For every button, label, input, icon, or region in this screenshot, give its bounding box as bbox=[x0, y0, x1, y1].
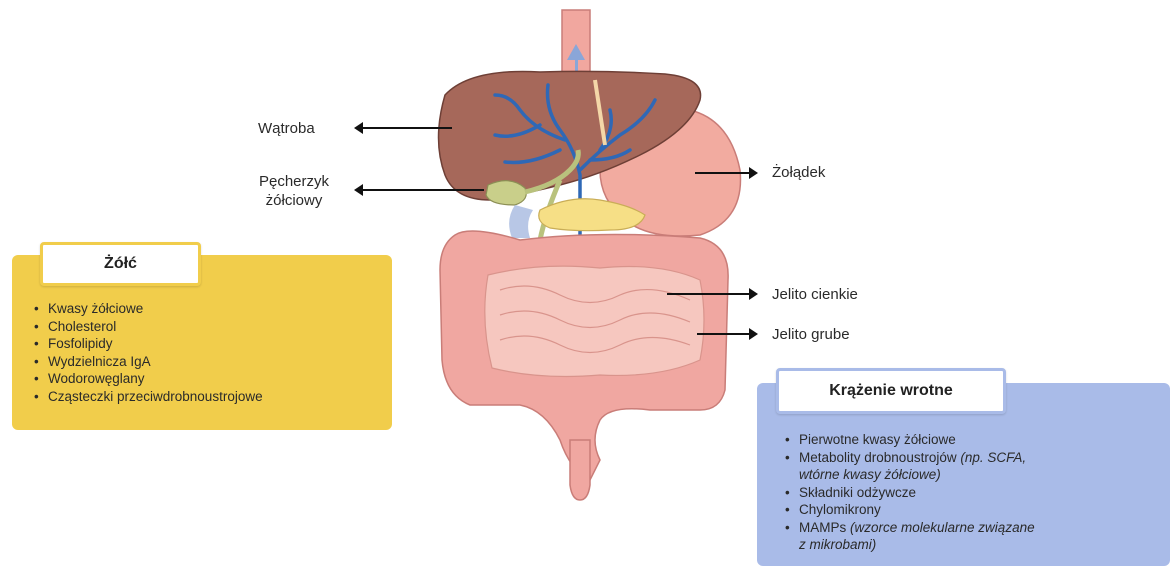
arrow-small-intestine bbox=[667, 293, 750, 295]
portal-box-title: Krążenie wrotne bbox=[776, 368, 1006, 414]
bile-list: Kwasy żółciowe Cholesterol Fosfolipidy W… bbox=[32, 300, 263, 405]
portal-item: Składniki odżywcze bbox=[783, 484, 1143, 502]
arrow-large-intestine bbox=[697, 333, 750, 335]
portal-item: Pierwotne kwasy żółciowe bbox=[783, 431, 1143, 449]
portal-item-note: (wzorce molekularne związane bbox=[850, 520, 1035, 535]
bile-item: Kwasy żółciowe bbox=[32, 300, 263, 318]
portal-item-note2: wtórne kwasy żółciowe) bbox=[799, 467, 941, 482]
arrow-liver bbox=[362, 127, 452, 129]
portal-item-note2: z mikrobami) bbox=[799, 537, 876, 552]
portal-item-text: Metabolity drobnoustrojów bbox=[799, 450, 957, 465]
portal-item-text: Składniki odżywcze bbox=[799, 485, 916, 500]
portal-item: Chylomikrony bbox=[783, 501, 1143, 519]
arrow-stomach bbox=[695, 172, 750, 174]
gallbladder bbox=[486, 181, 526, 205]
portal-list: Pierwotne kwasy żółciowe Metabolity drob… bbox=[783, 431, 1143, 554]
rectum bbox=[570, 440, 590, 500]
label-gallbladder-line1: Pęcherzyk bbox=[250, 172, 338, 191]
label-gallbladder-line2: żółciowy bbox=[250, 191, 338, 210]
portal-item-text: Pierwotne kwasy żółciowe bbox=[799, 432, 956, 447]
bile-item: Wydzielnicza IgA bbox=[32, 353, 263, 371]
portal-item-text: MAMPs bbox=[799, 520, 846, 535]
bile-box-title: Żółć bbox=[40, 242, 201, 286]
label-liver: Wątroba bbox=[258, 119, 315, 138]
portal-item-note: (np. SCFA, bbox=[960, 450, 1026, 465]
label-small-intestine: Jelito cienkie bbox=[772, 285, 858, 304]
small-intestine bbox=[485, 266, 704, 376]
portal-item-text: Chylomikrony bbox=[799, 502, 881, 517]
bile-item: Cholesterol bbox=[32, 318, 263, 336]
duodenum bbox=[509, 205, 533, 238]
arrow-gallbladder bbox=[362, 189, 484, 191]
label-large-intestine: Jelito grube bbox=[772, 325, 850, 344]
label-gallbladder: Pęcherzyk żółciowy bbox=[250, 172, 338, 210]
bile-item: Fosfolipidy bbox=[32, 335, 263, 353]
label-stomach: Żołądek bbox=[772, 163, 825, 182]
bile-item: Cząsteczki przeciwdrobnoustrojowe bbox=[32, 388, 263, 406]
portal-item: MAMPs (wzorce molekularne związane z mikr… bbox=[783, 519, 1143, 554]
bile-item: Wodorowęglany bbox=[32, 370, 263, 388]
portal-item: Metabolity drobnoustrojów (np. SCFA, wtór… bbox=[783, 449, 1143, 484]
